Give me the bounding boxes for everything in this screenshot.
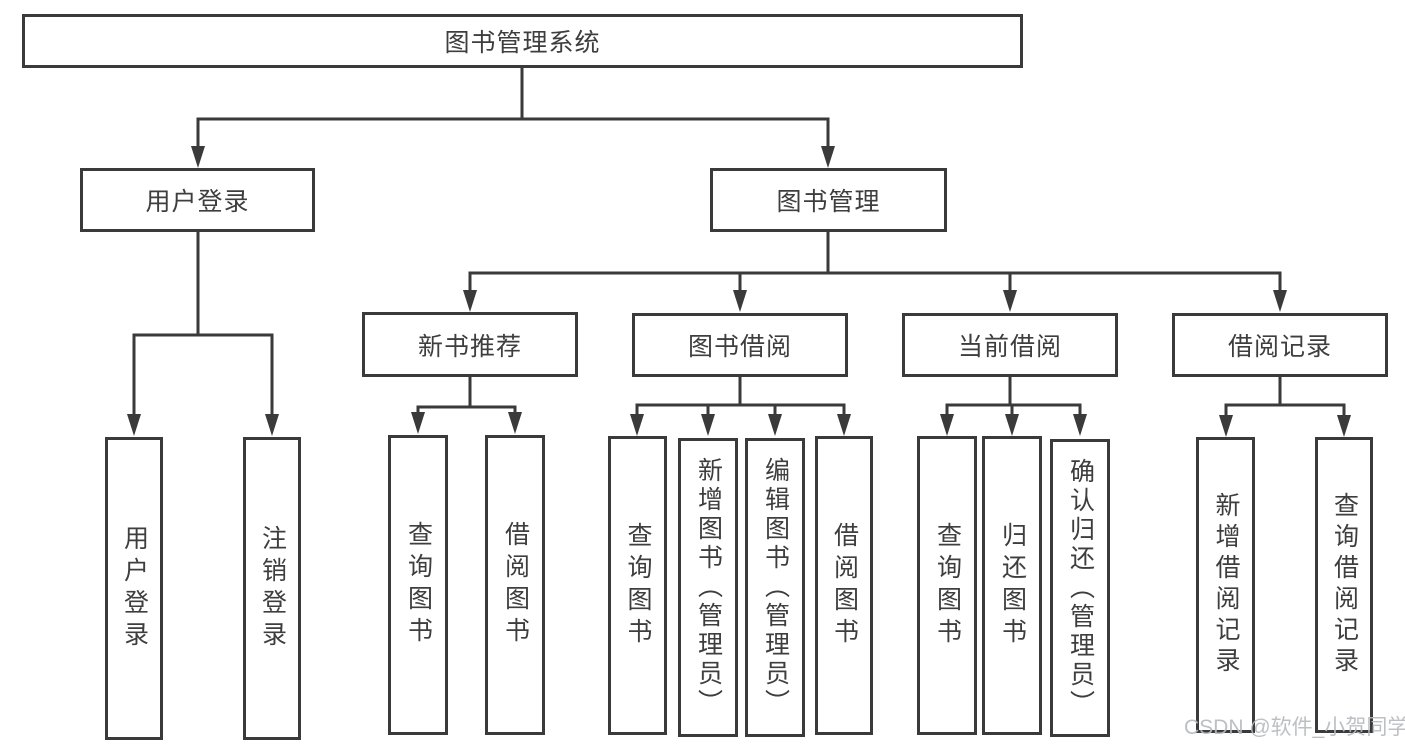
node-nbr-borrow-books: 借阅图书 xyxy=(485,435,545,735)
node-root: 图书管理系统 xyxy=(22,14,1023,68)
node-bb-edit-books-admin: 编辑图书（管理员） xyxy=(745,438,805,737)
node-cb-return-books: 归还图书 xyxy=(982,436,1042,735)
node-current-borrow: 当前借阅 xyxy=(902,313,1118,377)
node-book-management: 图书管理 xyxy=(710,168,947,232)
node-new-book-recommend: 新书推荐 xyxy=(362,312,578,377)
node-br-query-record: 查询借阅记录 xyxy=(1315,437,1373,733)
node-user-login: 用户登录 xyxy=(105,437,163,740)
node-book-borrow: 图书借阅 xyxy=(632,313,848,377)
node-borrow-records: 借阅记录 xyxy=(1172,313,1388,377)
node-user-login-group: 用户登录 xyxy=(80,168,315,232)
arrowheads xyxy=(127,146,1351,437)
node-cb-confirm-return-admin: 确认归还（管理员） xyxy=(1050,439,1110,737)
node-bb-borrow-books: 借阅图书 xyxy=(815,436,873,735)
node-nbr-query-books: 查询图书 xyxy=(388,435,448,735)
node-logout: 注销登录 xyxy=(243,437,301,740)
node-br-add-record: 新增借阅记录 xyxy=(1196,437,1255,733)
node-cb-query-books: 查询图书 xyxy=(917,436,977,735)
node-bb-add-books-admin: 新增图书（管理员） xyxy=(678,438,738,737)
csdn-watermark: CSDN @软件_小贺同学 xyxy=(1184,716,1405,739)
node-bb-query-books: 查询图书 xyxy=(608,436,667,735)
